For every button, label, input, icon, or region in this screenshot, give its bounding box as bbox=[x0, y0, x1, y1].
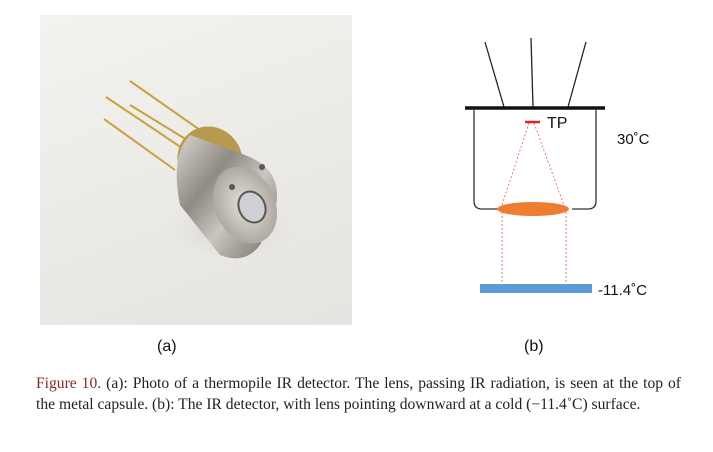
thermopile-photo-drawing bbox=[103, 80, 300, 260]
ir-rays bbox=[500, 122, 567, 284]
caption-text: (a): Photo of a thermopile IR detector. … bbox=[36, 375, 681, 413]
panel-b-label: (b) bbox=[524, 338, 544, 355]
surface-temperature-label: -11.4˚C bbox=[598, 282, 647, 299]
metal-capsule bbox=[176, 126, 278, 259]
cold-surface bbox=[480, 284, 592, 293]
tp-label: TP bbox=[547, 115, 567, 132]
lens bbox=[497, 202, 569, 216]
detector-leads bbox=[484, 37, 587, 108]
figure-caption: Figure 10. (a): Photo of a thermopile IR… bbox=[36, 373, 681, 415]
gold-leads bbox=[103, 80, 201, 171]
housing-temperature-label: 30˚C bbox=[617, 131, 650, 148]
figure-number: Figure 10. bbox=[36, 375, 102, 392]
lens-window bbox=[237, 190, 267, 224]
detector-housing bbox=[473, 109, 597, 210]
thermopile-photo bbox=[40, 15, 352, 325]
ir-detector-diagram: TP 30˚C -11.4˚C bbox=[465, 37, 650, 299]
panel-a-label: (a) bbox=[157, 338, 177, 355]
